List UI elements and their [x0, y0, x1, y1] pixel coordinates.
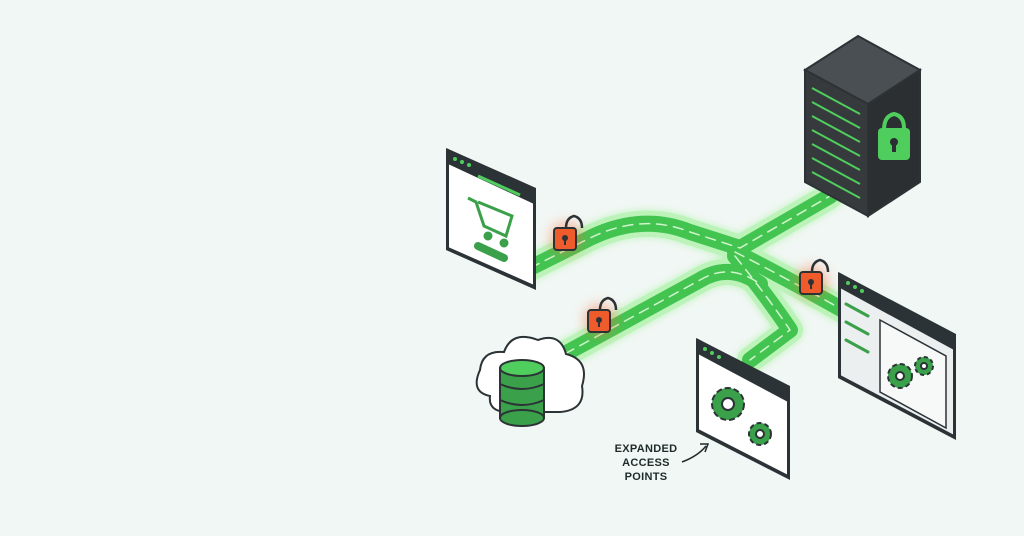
server-padlock-icon [878, 111, 910, 160]
access-point-cloud[interactable] [584, 296, 618, 336]
server-rack[interactable] [803, 34, 922, 218]
annotation-arrow [681, 445, 707, 463]
path-hub-to-settings [727, 244, 858, 322]
annotation-label: EXPANDED ACCESS POINTS [604, 442, 688, 484]
access-point-settings[interactable] [796, 258, 830, 298]
padlock-unlocked-icon [810, 258, 830, 273]
annotation-line-2: ACCESS [622, 457, 670, 469]
gears-icon [711, 387, 772, 446]
padlock-unlocked-icon [564, 214, 584, 229]
padlock-unlocked-icon [598, 296, 618, 311]
access-point-shop[interactable] [550, 214, 584, 254]
cloud-database[interactable] [475, 336, 585, 427]
admin-window[interactable] [696, 338, 790, 480]
settings-list [844, 302, 870, 354]
shop-window[interactable] [446, 148, 536, 290]
settings-gears-icon [887, 356, 934, 389]
database-icon [499, 359, 545, 427]
annotation-line-3: POINTS [624, 471, 668, 483]
server-rack-icon [811, 87, 861, 199]
connection-paths [517, 183, 863, 375]
annotation-arrowhead [700, 443, 710, 453]
settings-window[interactable] [838, 272, 956, 440]
annotation-line-1: EXPANDED [614, 443, 678, 455]
shopping-cart-icon [467, 196, 514, 248]
